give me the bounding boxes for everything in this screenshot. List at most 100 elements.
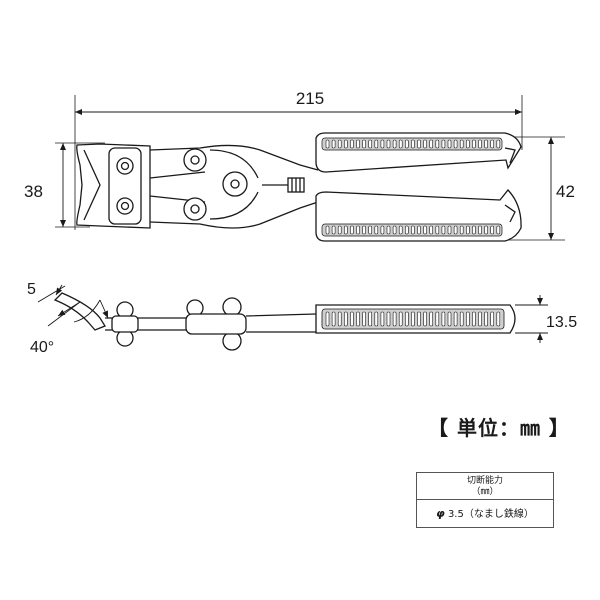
grip-slot	[411, 225, 415, 235]
grip-slot	[331, 225, 336, 235]
grip-slot	[350, 311, 354, 327]
side-grip-slots	[325, 311, 501, 327]
cutting-capacity-table: 切断能力 （㎜） φ 3.5（なまし鉄線）	[416, 472, 554, 528]
grip-slot	[472, 225, 476, 235]
grip-slot	[465, 225, 470, 235]
grip-slot	[362, 311, 366, 327]
grip-slot	[368, 139, 373, 149]
grip-slot	[350, 139, 354, 149]
grip-slot	[478, 311, 482, 327]
grip-slot	[404, 225, 409, 235]
grip-slot	[368, 311, 373, 327]
grip-slot	[386, 225, 391, 235]
grip-slot	[411, 139, 415, 149]
grip-slot	[392, 311, 397, 327]
dim-angle: 40°	[30, 339, 54, 356]
spec-table-header: 切断能力 （㎜）	[417, 473, 553, 500]
pivot-top	[183, 148, 207, 172]
grip-slot	[459, 225, 464, 235]
bent-jaw-tip	[53, 292, 106, 331]
grip-slot	[343, 139, 348, 149]
grip-slot	[356, 225, 360, 235]
grip-slot	[350, 225, 354, 235]
grip-slot	[447, 225, 452, 235]
grip-slot	[417, 311, 421, 327]
grip-slot	[404, 139, 409, 149]
spec-header-title: 切断能力	[466, 476, 503, 486]
side-bolt-5	[222, 331, 242, 351]
grip-slot	[472, 311, 476, 327]
grip-slot	[465, 139, 470, 149]
grip-slot	[459, 311, 464, 327]
grip-slot	[337, 139, 342, 149]
grip-slot	[337, 311, 342, 327]
grip-slot	[441, 225, 446, 235]
grip-slot	[441, 139, 446, 149]
grip-slot	[362, 225, 366, 235]
top-view	[55, 95, 565, 242]
grip-slot	[453, 311, 458, 327]
grip-slot	[484, 225, 488, 235]
grip-slot	[325, 139, 330, 149]
dim-handle-height: 42	[556, 182, 575, 201]
grip-slot	[386, 311, 391, 327]
grip-slot	[465, 311, 470, 327]
grip-slot	[423, 139, 427, 149]
grip-slot	[417, 139, 421, 149]
upper-arm	[149, 144, 319, 171]
lower-arm	[149, 201, 319, 229]
grip-slot	[356, 139, 360, 149]
grip-slot	[441, 311, 446, 327]
grip-slot	[429, 311, 434, 327]
grip-slot	[453, 139, 458, 149]
unit-note: 【 単位：㎜ 】	[428, 416, 570, 440]
grip-slot	[362, 139, 366, 149]
grip-slot	[484, 139, 488, 149]
grip-slot	[380, 139, 385, 149]
grip-slot	[374, 139, 379, 149]
grip-slot	[337, 225, 342, 235]
grip-slot	[325, 225, 330, 235]
grip-slot	[435, 311, 440, 327]
grip-slot	[398, 139, 403, 149]
grip-slot	[343, 225, 348, 235]
grip-slot	[343, 311, 348, 327]
grip-slot	[404, 311, 409, 327]
grip-slot	[392, 225, 397, 235]
top-dimension-lines	[60, 109, 554, 240]
grip-slot	[478, 139, 482, 149]
grip-slot	[398, 311, 403, 327]
grip-slot	[423, 311, 427, 327]
phi-symbol: φ	[436, 507, 445, 520]
grip-slot	[398, 225, 403, 235]
grip-slot	[380, 311, 385, 327]
spec-header-unit: （㎜）	[471, 487, 499, 497]
side-dimension-lines	[37, 284, 548, 343]
grip-slot	[496, 225, 501, 235]
grip-slot	[496, 139, 501, 149]
spec-table-value-row: φ 3.5（なまし鉄線）	[417, 500, 553, 527]
grip-slot	[429, 139, 434, 149]
grip-slot	[453, 225, 458, 235]
grip-slot	[447, 311, 452, 327]
center-pivot	[222, 171, 248, 197]
spec-value: 3.5（なまし鉄線）	[447, 509, 534, 520]
grip-slot	[478, 225, 482, 235]
grip-slot	[368, 225, 373, 235]
dim-length: 215	[296, 89, 324, 108]
grip-slot	[356, 311, 360, 327]
side-view	[53, 292, 516, 351]
grip-slot	[325, 311, 330, 327]
dim-tip-width: 5	[27, 281, 36, 298]
grip-slot	[331, 311, 336, 327]
jaw-bolt-top	[116, 157, 134, 175]
grip-slot	[435, 225, 440, 235]
grip-slot	[386, 139, 391, 149]
grip-slot	[411, 311, 415, 327]
grip-slot	[459, 139, 464, 149]
grip-slot	[429, 225, 434, 235]
dim-thickness: 13.5	[546, 314, 577, 331]
grip-slot	[472, 139, 476, 149]
grip-slot	[484, 311, 488, 327]
